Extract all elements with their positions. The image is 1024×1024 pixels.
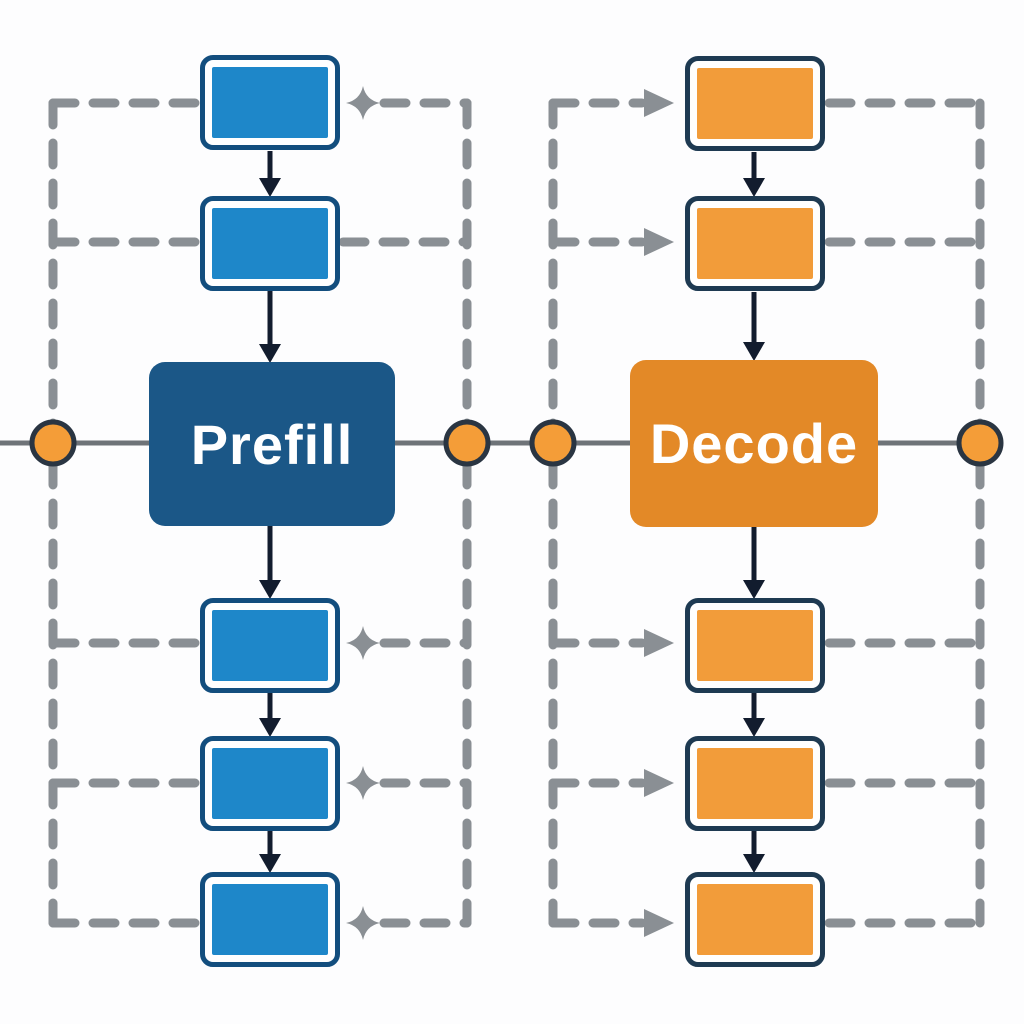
box-fill	[697, 208, 813, 279]
sparkle-icon	[346, 906, 380, 940]
box-fill	[212, 748, 328, 819]
prefill-stage-box-3	[200, 598, 340, 693]
box-fill	[697, 68, 813, 139]
arrowhead-icon	[743, 718, 765, 737]
dash-arrowhead-icon	[644, 769, 674, 797]
prefill-stage-box-5	[200, 872, 340, 967]
arrowhead-icon	[743, 178, 765, 197]
box-fill	[212, 610, 328, 681]
decode-stage-box-1	[685, 56, 825, 151]
dash-arrowhead-icon	[644, 228, 674, 256]
box-fill	[697, 748, 813, 819]
arrowhead-icon	[259, 718, 281, 737]
right-flow-arrows	[743, 152, 765, 873]
arrowhead-icon	[259, 854, 281, 873]
dash-arrowhead-icon	[644, 909, 674, 937]
sparkle-icon	[346, 626, 380, 660]
box-fill	[697, 884, 813, 955]
sparkle-icon	[346, 766, 380, 800]
arrowhead-icon	[743, 342, 765, 361]
left-column-connectors	[48, 86, 472, 940]
junction-circle	[443, 419, 491, 467]
decode-node: Decode	[630, 360, 878, 527]
arrowhead-icon	[259, 344, 281, 363]
prefill-label: Prefill	[190, 412, 354, 476]
box-fill	[212, 67, 328, 138]
junction-nodes	[29, 419, 1004, 467]
decode-stage-box-4	[685, 736, 825, 831]
junction-circle	[29, 419, 77, 467]
decode-label: Decode	[649, 412, 859, 475]
decode-stage-box-5	[685, 872, 825, 967]
dash-arrowhead-icon	[644, 629, 674, 657]
decode-stage-box-2	[685, 196, 825, 291]
dash-arrowhead-icon	[644, 89, 674, 117]
arrowhead-icon	[259, 178, 281, 197]
box-fill	[212, 208, 328, 279]
arrowhead-icon	[259, 580, 281, 599]
decode-stage-box-3	[685, 598, 825, 693]
junction-circle	[956, 419, 1004, 467]
left-flow-arrows	[259, 151, 281, 873]
box-fill	[212, 884, 328, 955]
prefill-stage-box-1	[200, 55, 340, 150]
box-fill	[697, 610, 813, 681]
arrowhead-icon	[743, 854, 765, 873]
prefill-node: Prefill	[149, 362, 395, 526]
junction-circle	[529, 419, 577, 467]
prefill-stage-box-2	[200, 196, 340, 291]
right-column-connectors	[548, 89, 985, 937]
arrowhead-icon	[743, 580, 765, 599]
sparkle-icon	[346, 86, 380, 120]
prefill-stage-box-4	[200, 736, 340, 831]
